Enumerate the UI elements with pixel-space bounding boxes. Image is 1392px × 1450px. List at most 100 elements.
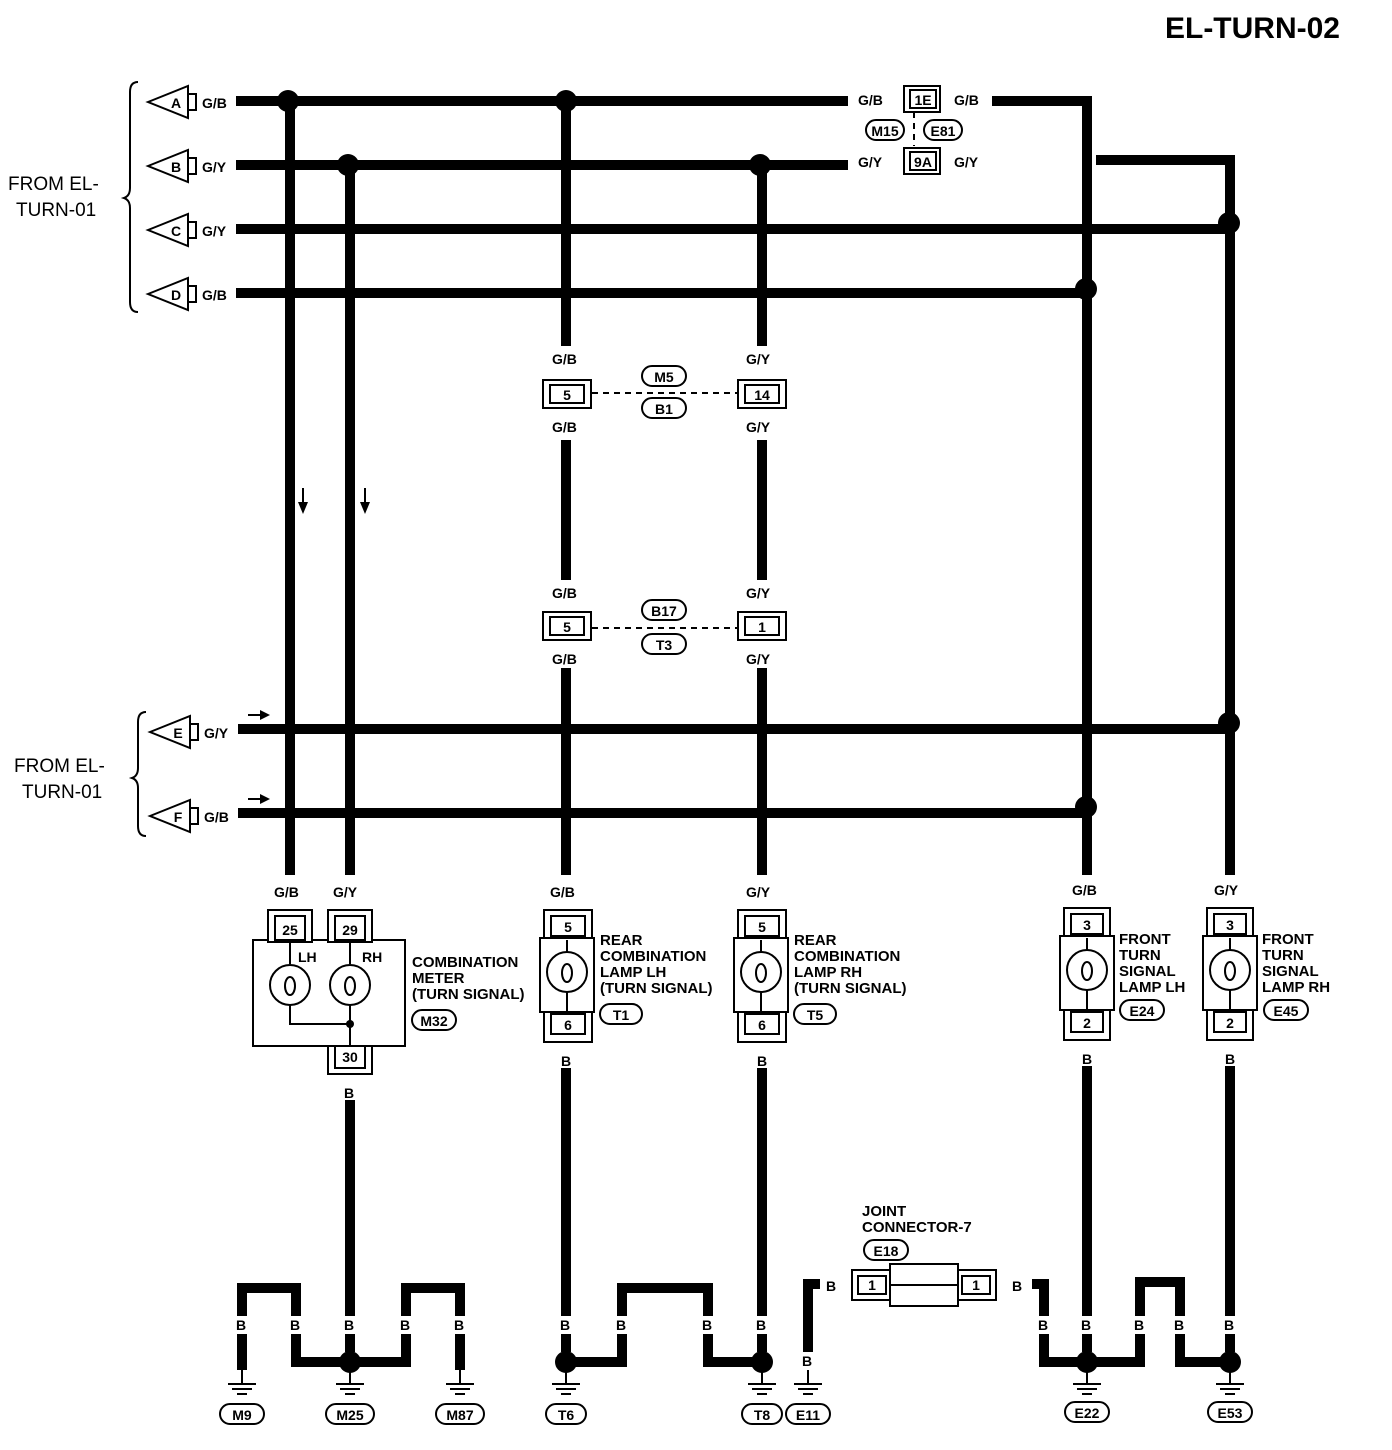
svg-text:F: F <box>174 809 183 825</box>
input-connector-c: C <box>145 212 197 248</box>
svg-text:B: B <box>702 1317 712 1333</box>
rear-rh-label-2: COMBINATION <box>794 948 900 965</box>
svg-text:5: 5 <box>758 919 766 935</box>
connector-id-b17: B17 <box>641 599 687 621</box>
ground-dots <box>339 1351 1241 1373</box>
svg-text:B: B <box>1081 1317 1091 1333</box>
connector-m5-pin5: 5 <box>542 379 592 409</box>
wire-label-front-lh-gb: G/B <box>1072 882 1097 898</box>
wire-label-1e-left: G/B <box>858 92 883 108</box>
ground-wire-b-labels: B B B B B B B B B B B B B B B <box>233 1316 1239 1370</box>
wire-label-d: G/B <box>202 287 227 303</box>
input-connector-d: D <box>145 276 197 312</box>
joint-label-1: JOINT <box>862 1203 906 1220</box>
connector-id-e81: E81 <box>923 119 963 141</box>
component-id-m32: M32 <box>411 1009 457 1031</box>
svg-text:B: B <box>560 1317 570 1333</box>
wire-label-m5-gb-top: G/B <box>552 351 577 367</box>
wire-label-rear-rh-gy: G/Y <box>746 884 771 900</box>
rear-rh-label-3: LAMP RH <box>794 964 862 981</box>
svg-text:B: B <box>1174 1317 1184 1333</box>
svg-text:5: 5 <box>563 387 571 403</box>
svg-text:6: 6 <box>758 1017 766 1033</box>
b-label-front-lh: B <box>1082 1051 1092 1067</box>
svg-text:30: 30 <box>342 1049 358 1065</box>
svg-text:B: B <box>236 1317 246 1333</box>
svg-text:5: 5 <box>563 619 571 635</box>
svg-text:2: 2 <box>1083 1015 1091 1031</box>
rear-rh-label-4: (TURN SIGNAL) <box>794 980 907 997</box>
svg-text:B1: B1 <box>655 401 673 417</box>
svg-text:B: B <box>344 1317 354 1333</box>
from-label-top-1: FROM EL- <box>8 174 99 195</box>
component-id-t1: T1 <box>599 1003 643 1025</box>
svg-text:25: 25 <box>282 922 298 938</box>
input-connector-f: F <box>147 798 199 834</box>
svg-text:B: B <box>1038 1317 1048 1333</box>
rear-lh-label-1: REAR <box>600 932 643 949</box>
wire-label-b17-gb-bottom: G/B <box>552 651 577 667</box>
meter-label-3: (TURN SIGNAL) <box>412 986 525 1003</box>
svg-text:T3: T3 <box>656 637 673 653</box>
connector-b17-pin1: 1 <box>737 611 787 641</box>
ground-id-e53: E53 <box>1207 1401 1253 1423</box>
wire-label-rear-lh-gb: G/B <box>550 884 575 900</box>
b-label-joint-right: B <box>1012 1278 1022 1294</box>
svg-text:B17: B17 <box>651 603 677 619</box>
svg-text:A: A <box>171 95 181 111</box>
vertical-wires <box>285 96 1235 875</box>
svg-text:3: 3 <box>1226 917 1234 933</box>
ground-id-e22: E22 <box>1064 1401 1110 1423</box>
svg-text:T8: T8 <box>754 1407 771 1423</box>
front-lh-label-2: TURN <box>1119 947 1161 964</box>
combination-meter: 25 29 LH RH 30 <box>252 909 406 1075</box>
svg-text:RH: RH <box>362 949 382 965</box>
svg-text:E: E <box>173 725 182 741</box>
ground-id-e11: E11 <box>785 1403 831 1425</box>
svg-text:3: 3 <box>1083 917 1091 933</box>
svg-text:9A: 9A <box>914 154 932 170</box>
meter-label-1: COMBINATION <box>412 954 518 971</box>
svg-text:T1: T1 <box>613 1007 630 1023</box>
b-label-rear-lh: B <box>561 1053 571 1069</box>
component-id-e18: E18 <box>863 1239 909 1261</box>
wire-label-meter-gy: G/Y <box>333 884 358 900</box>
wire-label-c: G/Y <box>202 223 227 239</box>
svg-text:M87: M87 <box>446 1407 473 1423</box>
brace-top <box>120 81 139 313</box>
front-lh-label-1: FRONT <box>1119 931 1171 948</box>
svg-text:1E: 1E <box>914 92 931 108</box>
flow-arrows <box>248 488 370 804</box>
front-rh-label-2: TURN <box>1262 947 1304 964</box>
svg-text:B: B <box>756 1317 766 1333</box>
rear-combination-lamp-rh: 5 6 <box>733 909 789 1043</box>
front-rh-label-4: LAMP RH <box>1262 979 1330 996</box>
rear-combination-lamp-lh: 5 6 <box>539 909 595 1043</box>
ground-id-m87: M87 <box>435 1403 485 1425</box>
wire-label-b17-gb-top: G/B <box>552 585 577 601</box>
front-lh-label-4: LAMP LH <box>1119 979 1185 996</box>
svg-text:E24: E24 <box>1130 1003 1155 1019</box>
svg-text:E22: E22 <box>1075 1405 1100 1421</box>
wire-label-meter-gb: G/B <box>274 884 299 900</box>
svg-text:M25: M25 <box>336 1407 363 1423</box>
front-turn-signal-lamp-lh: 3 2 <box>1059 907 1115 1041</box>
svg-text:E45: E45 <box>1274 1003 1299 1019</box>
input-connector-a: A <box>145 84 197 120</box>
svg-text:5: 5 <box>564 919 572 935</box>
svg-text:D: D <box>171 287 181 303</box>
svg-text:E53: E53 <box>1218 1405 1243 1421</box>
svg-text:M5: M5 <box>654 369 674 385</box>
splice-dots <box>277 90 1240 818</box>
from-label-bottom-2: TURN-01 <box>22 782 102 803</box>
front-rh-label-3: SIGNAL <box>1262 963 1319 980</box>
connector-id-m15: M15 <box>865 119 905 141</box>
svg-text:M32: M32 <box>420 1013 447 1029</box>
ground-id-t8: T8 <box>741 1403 783 1425</box>
svg-text:E11: E11 <box>796 1407 820 1423</box>
component-id-e45: E45 <box>1263 999 1309 1021</box>
svg-text:B: B <box>400 1317 410 1333</box>
from-label-top-2: TURN-01 <box>16 200 96 221</box>
wire-label-a: G/B <box>202 95 227 111</box>
